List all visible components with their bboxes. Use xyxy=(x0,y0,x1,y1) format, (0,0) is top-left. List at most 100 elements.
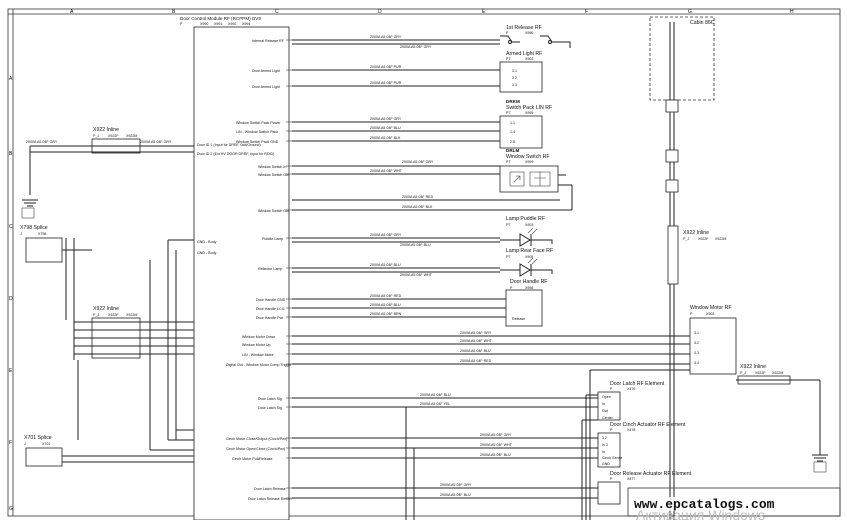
svg-text:2000A A5 04F GRY: 2000A A5 04F GRY xyxy=(480,433,512,437)
svg-text:2000A A5 04F WHT: 2000A A5 04F WHT xyxy=(400,273,433,277)
title-block-frame xyxy=(627,487,841,517)
lamp-puddle-diode-icon xyxy=(519,233,531,247)
window-motor-conn: X903 xyxy=(706,312,714,316)
door-cinch-title: Door Cinch Actuator RF Element xyxy=(610,422,686,428)
zone-g-top: G xyxy=(688,9,692,15)
door-cinch-pin-1: 3 2 xyxy=(602,436,607,440)
door-latch-rf: Door Latch RF Element P X476 Open In Out… xyxy=(597,381,665,421)
dcm-pin-25: Cinch Motor Close/Output (Cinch/Pwr) xyxy=(226,437,287,441)
door-handle-p: P xyxy=(510,286,513,290)
door-handle-box xyxy=(505,289,543,327)
x922-r-b: X922M xyxy=(715,237,726,241)
window-switch-box xyxy=(499,165,559,193)
dcm-conn-3: X992 xyxy=(228,22,236,26)
lamp-rear-face-p: PT xyxy=(506,255,511,259)
svg-text:3.2: 3.2 xyxy=(512,76,517,80)
x922-inline-right: X922 Inline P_J X922F X922M xyxy=(667,225,726,285)
dcm-pin-20: Window Motor Up xyxy=(242,343,271,347)
dcm-pin-12: GND - Body xyxy=(197,240,217,244)
dcm-pin-27: Cinch Motor Pull/Release xyxy=(232,457,273,461)
zone-h-top: H xyxy=(790,9,794,15)
dcm-pin-28: Door Latch Release xyxy=(254,487,286,491)
svg-text:2000A A5 04F BLU: 2000A A5 04F BLU xyxy=(370,303,401,307)
switch-pack-p: PT xyxy=(506,111,511,115)
door-latch-box xyxy=(597,391,621,421)
door-handle-title: Door Handle RF xyxy=(510,279,547,285)
door-cinch-pin-5: GND xyxy=(602,462,610,466)
switch-pack-lin-rf: DRKM Switch Pack LIN RF PT X995 1.1 1.4 … xyxy=(499,99,552,149)
door-handle-rf: Door Handle RF P X998 Release xyxy=(505,279,547,327)
x701-splice: X701 Splice J X701 xyxy=(24,435,194,467)
svg-text:3.4: 3.4 xyxy=(694,361,699,365)
x922-br-b: X922M xyxy=(772,371,783,375)
dcm-title: Door Control Module RF (RCPPM) DV9 xyxy=(180,16,261,21)
zone-g-side: G xyxy=(9,506,13,512)
door-cinch-conn: X478 xyxy=(627,428,635,432)
svg-text:2000A A5 04F BLU: 2000A A5 04F BLU xyxy=(460,349,491,353)
switch-pack-conn: X995 xyxy=(525,111,533,115)
sheet-frame xyxy=(7,8,841,517)
dcm-pin-2: Door Armed Light xyxy=(252,69,280,73)
armed-light-rf: Armed Light RF PT X902 3.1 3.2 3.3 xyxy=(499,51,543,93)
dcm-pin-18: Door Handle Pwr xyxy=(256,316,284,320)
dcm-right-pin-ticks xyxy=(286,39,292,499)
door-cinch-pin-4: Cinch Sense xyxy=(602,456,622,460)
dcm-pin-6: Window Switch Pack GND xyxy=(236,140,279,144)
x701-p: J xyxy=(24,442,26,446)
svg-text:2000A A5 04F GRY: 2000A A5 04F GRY xyxy=(140,140,172,144)
dcm-output-wires: 2000A A5 04F GRY 2000A A5 04F GRY 2000A … xyxy=(292,35,690,520)
x798-splice: X798 Splice J X798 xyxy=(20,225,92,360)
svg-text:3.3: 3.3 xyxy=(694,351,699,355)
svg-text:2000A A5 04F RED: 2000A A5 04F RED xyxy=(460,359,492,363)
door-cinch-pin-3: In xyxy=(602,450,605,454)
zone-d-side: D xyxy=(9,296,13,302)
svg-text:2000A A5 04F GRY: 2000A A5 04F GRY xyxy=(440,483,472,487)
svg-text:3.1: 3.1 xyxy=(694,331,699,335)
dcm-pin-19: Window Motor Down xyxy=(242,335,275,339)
svg-text:2000A A5 04F BLK: 2000A A5 04F BLK xyxy=(402,205,433,209)
svg-text:2000A A5 04F BLU: 2000A A5 04F BLU xyxy=(420,393,451,397)
svg-text:2000A A5 04F GRY: 2000A A5 04F GRY xyxy=(400,45,432,49)
x922-l-b: X922M xyxy=(126,134,137,138)
door-latch-pin-1: Open xyxy=(602,395,611,399)
x922-l-title: X922 Inline xyxy=(93,127,119,133)
armed-light-title: Armed Light RF xyxy=(506,51,542,57)
first-release-title: 1st Release RF xyxy=(506,25,542,31)
zone-b-side: B xyxy=(9,151,13,157)
svg-text:2000A A5 04F GRY: 2000A A5 04F GRY xyxy=(460,331,492,335)
dcm-pin-22: Digital Out - Window Motor Comp Trigger xyxy=(226,363,293,367)
dcm-conn-1: X990 xyxy=(200,22,208,26)
dcm-pin-5: LIN - Window Switch Pack xyxy=(236,130,278,134)
window-switch-title: Window Switch RF xyxy=(506,154,550,160)
door-latch-p: P xyxy=(610,387,613,391)
cabin-86c: Cabin 86C xyxy=(649,16,715,520)
switch-pack-code: DRKM xyxy=(506,99,520,104)
svg-text:2000A A5 04F GRY: 2000A A5 04F GRY xyxy=(370,35,402,39)
cabin-title: Cabin 86C xyxy=(690,20,715,26)
x701-box xyxy=(25,447,63,467)
ground-icon-left xyxy=(21,199,38,219)
svg-text:2000A A5 04F BLU: 2000A A5 04F BLU xyxy=(370,263,401,267)
svg-text:2000A A5 04F PUR: 2000A A5 04F PUR xyxy=(370,65,402,69)
first-release-rf: 1st Release RF P X996 xyxy=(500,25,571,48)
svg-text:3.2: 3.2 xyxy=(694,341,699,345)
x922-br-a: X922F xyxy=(755,371,766,375)
switch-pack-title: Switch Pack LIN RF xyxy=(506,105,552,111)
x701-title: X701 Splice xyxy=(24,435,52,441)
door-latch-pin-2: In xyxy=(602,402,605,406)
top-zone-markers: A B C D E F G H xyxy=(70,9,794,15)
x922-r-p: P_J xyxy=(683,237,689,241)
window-switch-conn: X999 xyxy=(525,160,533,164)
lamp-rear-face-title: Lamp Rear Face RF xyxy=(506,248,553,254)
door-release-conn: X477 xyxy=(627,477,635,481)
svg-text:2000A A5 04F BLU: 2000A A5 04F BLU xyxy=(370,126,401,130)
dcm-conn-2: X991 xyxy=(214,22,222,26)
dcm-pin-13: GND - Body xyxy=(197,251,217,255)
zone-e-side: E xyxy=(9,368,13,374)
x922-lm-b: X922M xyxy=(126,313,137,317)
zone-d-top: D xyxy=(378,9,382,15)
dcm-conn-4: X994 xyxy=(242,22,250,26)
x922-inline-bottom-right: X922 Inline P_J X922F X922M xyxy=(736,364,828,473)
svg-text:2000A A5 04F RED: 2000A A5 04F RED xyxy=(370,294,402,298)
